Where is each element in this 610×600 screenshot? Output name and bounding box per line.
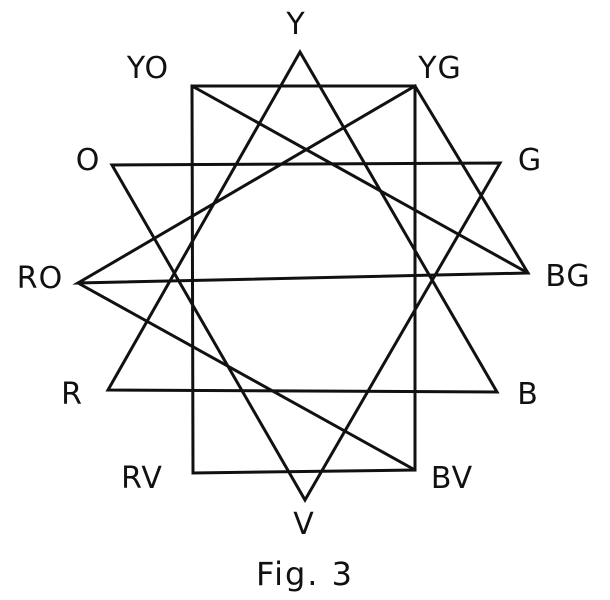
label-R: R [61, 377, 83, 412]
star-lines [72, 48, 531, 503]
square-YG-BV-RV-YO [190, 84, 417, 475]
label-Y: Y [285, 7, 305, 42]
triangle-G-V-O [109, 161, 503, 503]
label-BV: BV [431, 461, 473, 496]
label-B: B [517, 377, 539, 412]
label-YG: YG [417, 51, 462, 86]
figure-caption: Fig. 3 [256, 555, 354, 593]
label-G: G [518, 143, 542, 178]
label-YO: YO [126, 51, 169, 86]
label-V: V [293, 507, 315, 542]
label-O: O [76, 143, 101, 178]
label-RO: RO [17, 261, 63, 296]
line-YO-BG [190, 84, 530, 275]
triangle-Y-B-R [105, 48, 500, 394]
label-BG: BG [545, 259, 590, 294]
label-RV: RV [121, 461, 163, 496]
line-RO-BV [76, 281, 417, 472]
triangle-BG-RO-YG [72, 83, 531, 285]
